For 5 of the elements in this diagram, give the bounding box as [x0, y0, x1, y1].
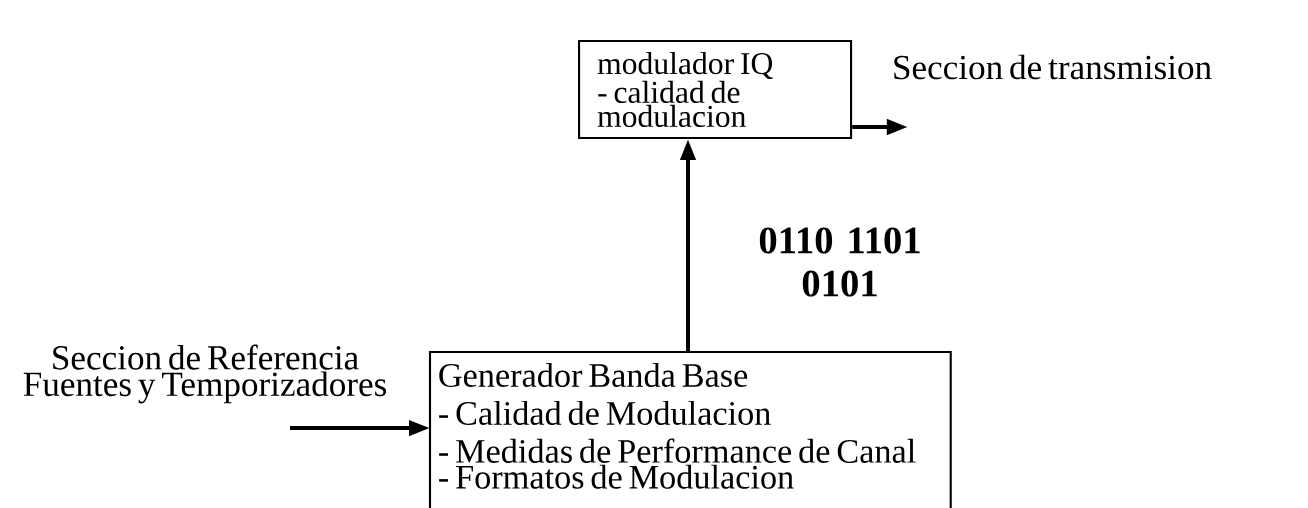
edge-label: 0110 1101 0101 — [736, 221, 944, 303]
process-box: Generador Banda Base - Calidad de Modulacion - Medidas de Performance de Canal - Formatos de Modulacion — [428, 350, 952, 508]
text-label: Seccion de Referencia Fuentes y Temporizadores — [23, 344, 387, 404]
process-box: modulador IQ - calidad de modulacion — [578, 40, 853, 140]
text-label: Seccion de transmision — [894, 54, 1212, 80]
